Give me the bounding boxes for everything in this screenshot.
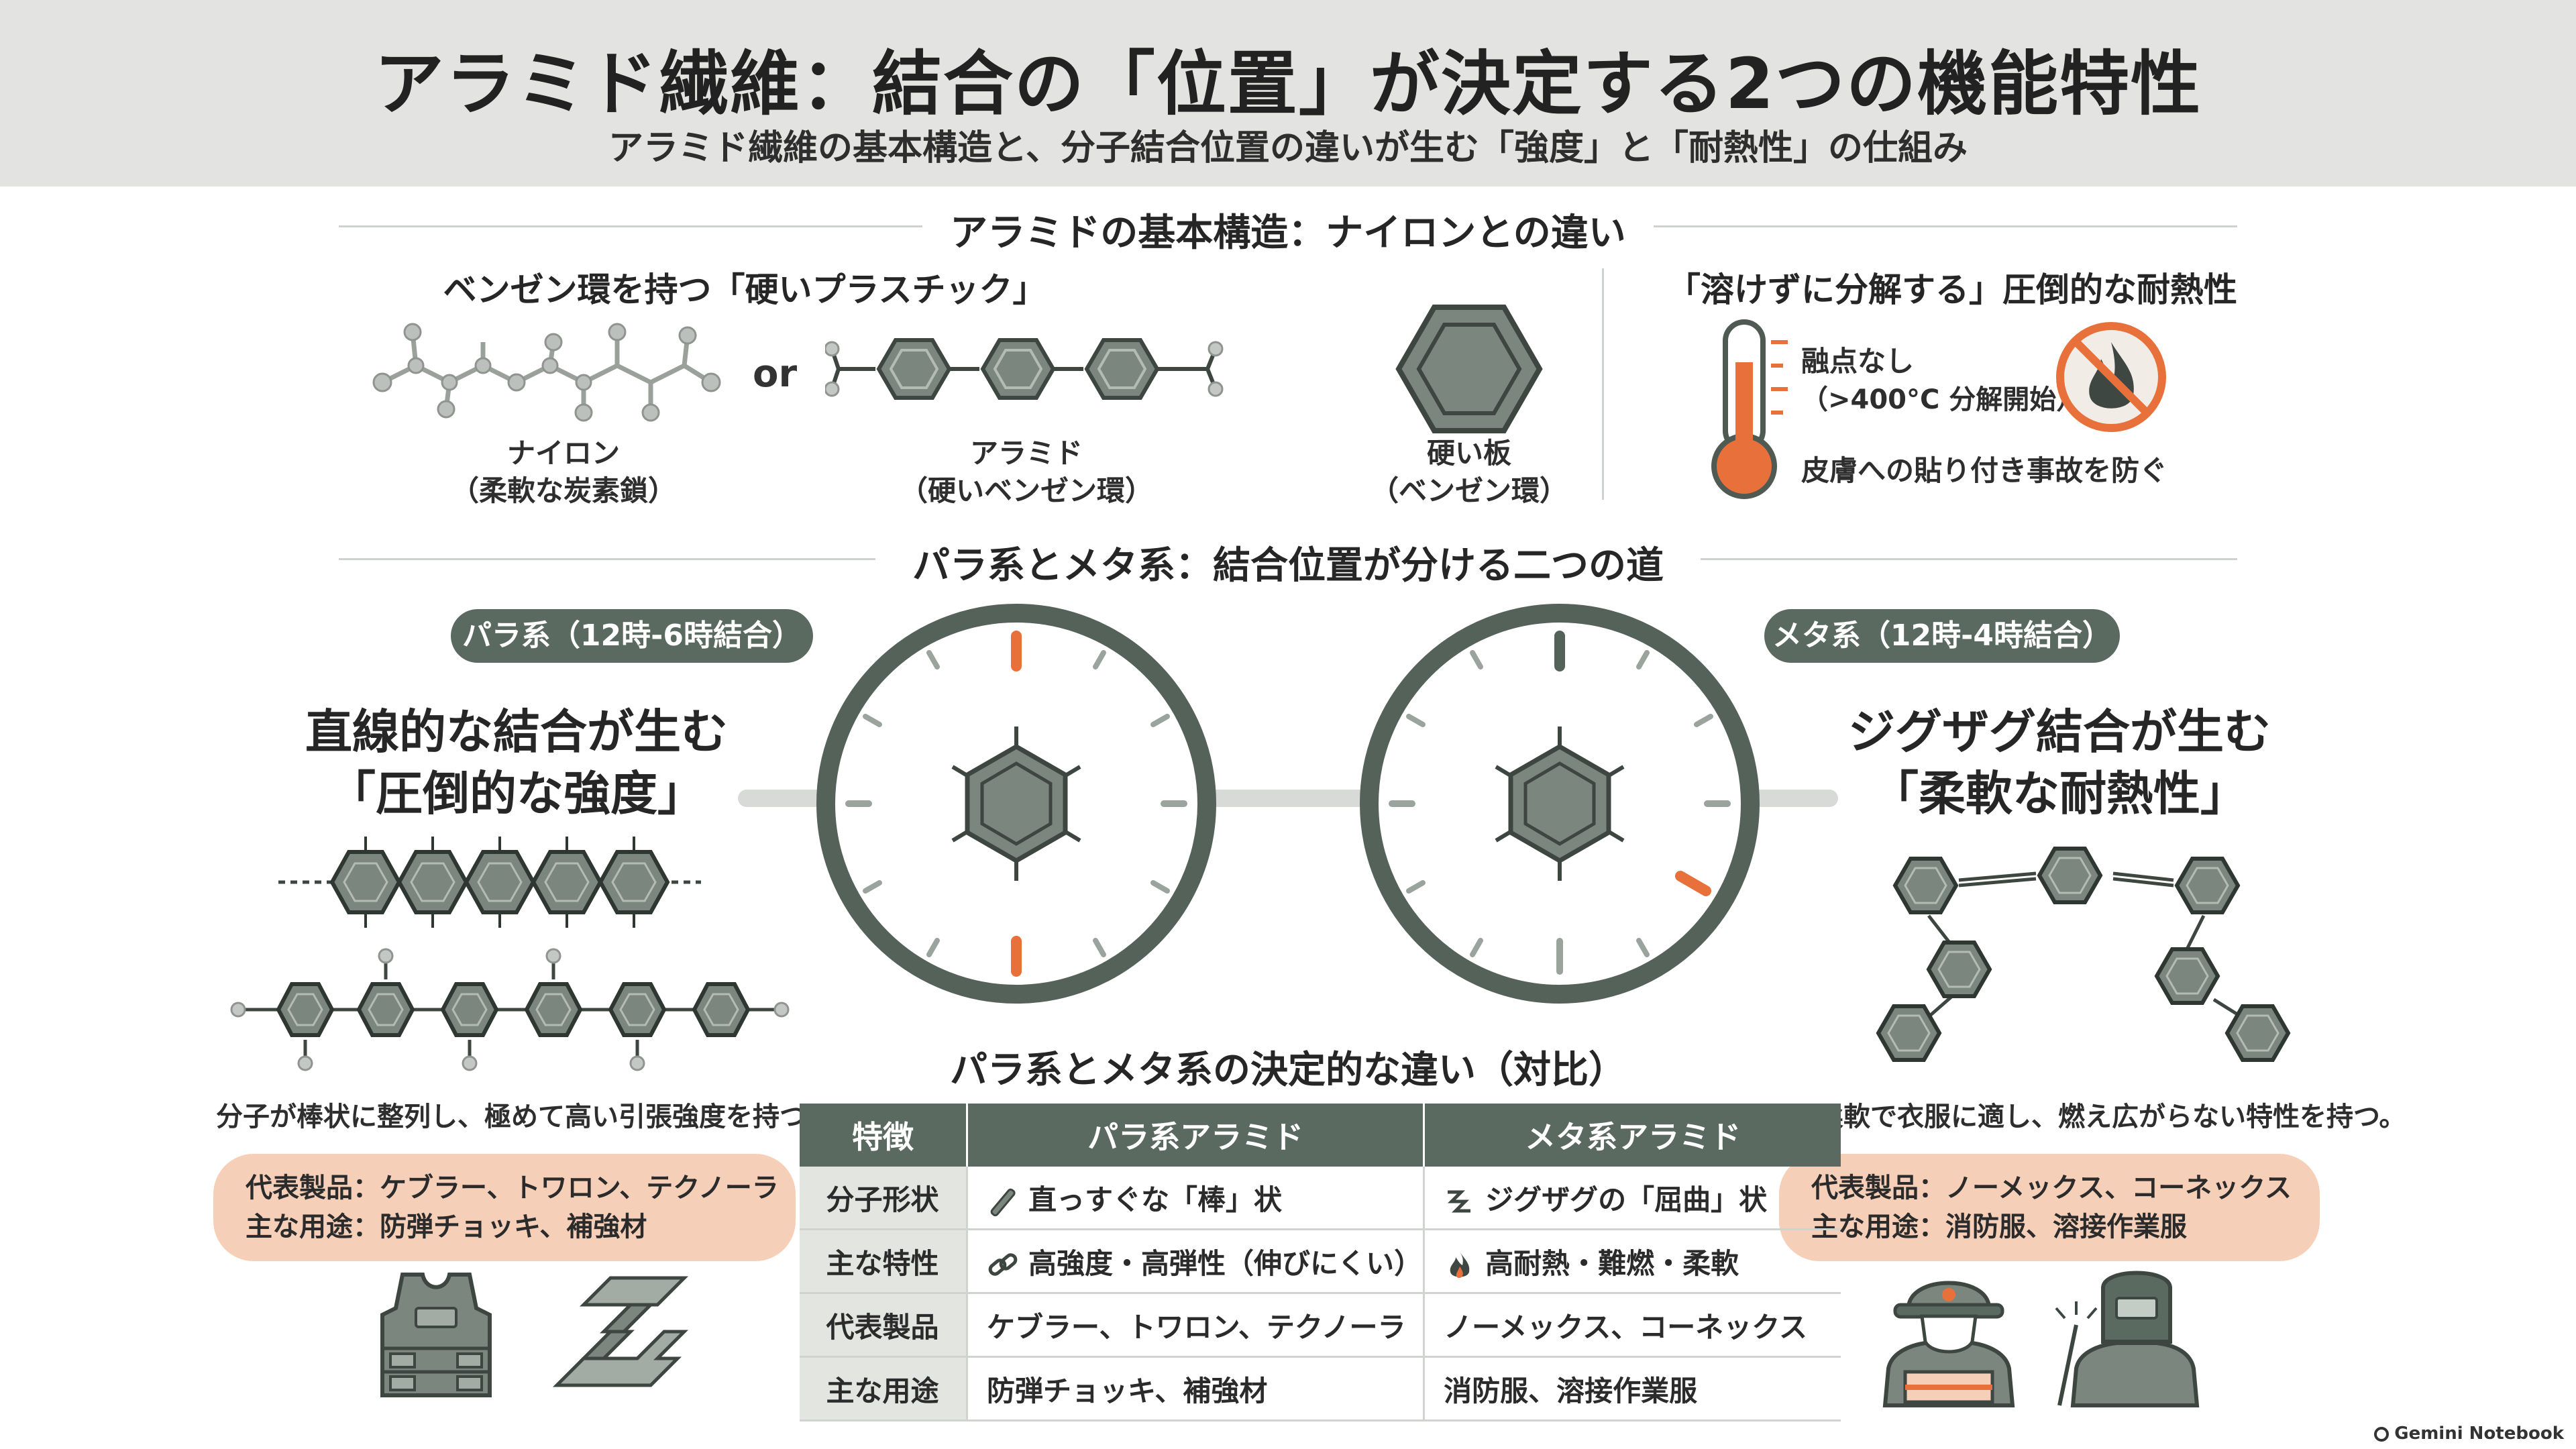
zigzag-icon	[1448, 1190, 1471, 1213]
para-pill: パラ系（12時-6時結合）	[451, 609, 813, 663]
nylon-atoms	[372, 323, 721, 422]
para-property-text: 高強度・高弾性（伸びにくい）	[1028, 1246, 1423, 1280]
meta-shape-text: ジグザグの「屈曲」状	[1485, 1183, 1768, 1216]
welder-icon	[2055, 1271, 2200, 1407]
meta-zigzag-chain-illustration	[1876, 847, 2291, 1062]
steel-beam-icon	[552, 1276, 689, 1387]
page-title: アラミド繊維：結合の「位置」が決定する2つの機能特性	[374, 43, 2202, 125]
comparison-title: パラ系とメタ系の決定的な違い（対比）	[950, 1049, 1626, 1092]
aramid-label: アラミド	[969, 437, 1083, 470]
meta-product-box: 代表製品：ノーメックス、コーネックス 主な用途：消防服、溶接作業服	[1779, 1154, 2320, 1261]
plate-label: 硬い板	[1426, 437, 1511, 470]
chain-link-icon	[988, 1253, 1018, 1276]
aramid-chain-illustration	[825, 338, 1224, 400]
table-row: 分子形状 直っすぐな「棒」状 ジグザグの「屈曲」状	[800, 1167, 1841, 1230]
vertical-divider	[1602, 268, 1604, 500]
table-header-row: 特徴 パラ系アラミド メタ系アラミド	[800, 1104, 1841, 1167]
table-row: 主な用途 防弾チョッキ、補強材 消防服、溶接作業服	[800, 1356, 1841, 1421]
row-feature: 代表製品	[800, 1293, 967, 1358]
row-feature: 主な用途	[800, 1356, 967, 1421]
table-row: 主な特性 高強度・高弾性（伸びにくい） 高耐熱・難燃・柔軟	[800, 1229, 1841, 1294]
section-divider	[1654, 225, 2237, 227]
nylon-chain-illustration	[372, 323, 721, 422]
para-heading-line1: 直線的な結合が生む	[305, 704, 728, 759]
flame-icon	[1450, 1252, 1470, 1278]
para-use-text: 主な用途：防弾チョッキ、補強材	[246, 1212, 647, 1242]
aramid-sublabel: （硬いベンゼン環）	[899, 474, 1153, 507]
para-product-box: 代表製品：ケブラー、トワロン、テクノーラ 主な用途：防弾チョッキ、補強材	[213, 1154, 796, 1261]
meta-use-text: 主な用途：消防服、溶接作業服	[1811, 1212, 2187, 1242]
meta-heading-line2: 「柔軟な耐熱性」	[1872, 766, 2247, 821]
para-heading-line2: 「圧倒的な強度」	[329, 766, 704, 821]
meta-products-cell: ノーメックス、コーネックス	[1423, 1293, 1841, 1358]
hard-plate-benzene-icon	[1395, 305, 1543, 433]
meta-property-text: 高耐熱・難燃・柔軟	[1485, 1246, 1739, 1280]
section-divider	[1701, 558, 2237, 560]
meta-product-text: 代表製品：ノーメックス、コーネックス	[1811, 1173, 2292, 1203]
decomposition-text: （>400°C 分解開始）	[1801, 384, 2084, 415]
meta-uses-cell: 消防服、溶接作業服	[1423, 1356, 1841, 1421]
page-subtitle: アラミド繊維の基本構造と、分子結合位置の違いが生む「強度」と「耐熱性」の仕組み	[608, 128, 1968, 168]
no-fire-icon	[2056, 322, 2166, 432]
comparison-table: 特徴 パラ系アラミド メタ系アラミド 分子形状 直っすぐな「棒」状 ジグザグの「…	[800, 1104, 1841, 1421]
benzene-heading: ベンゼン環を持つ「硬いプラスチック」	[443, 270, 1046, 309]
vest-icon	[380, 1273, 492, 1397]
firefighter-icon	[1882, 1281, 2015, 1407]
plate-sublabel: （ベンゼン環）	[1370, 474, 1568, 507]
aramid-rings	[876, 338, 1160, 400]
para-uses-cell: 防弾チョッキ、補強材	[965, 1356, 1424, 1421]
para-fused-rings-illustration	[278, 837, 701, 928]
rod-icon	[990, 1188, 1016, 1217]
prevent-accident-text: 皮膚への貼り付き事故を防ぐ	[1801, 454, 2168, 487]
no-melting-point-text: 融点なし	[1801, 345, 1915, 378]
meta-bond-marker-4	[1675, 871, 1711, 896]
meta-pill: メタ系（12時-4時結合）	[1764, 609, 2120, 663]
meta-bond-clock	[1360, 604, 1760, 1004]
or-label: or	[753, 352, 798, 396]
meta-heading-line1: ジグザグ結合が生む	[1848, 704, 2271, 759]
para-products-cell: ケブラー、トワロン、テクノーラ	[965, 1293, 1424, 1358]
header-feature: 特徴	[800, 1104, 968, 1167]
para-linear-chain-illustration	[230, 948, 790, 1071]
section-title-para-meta: パラ系とメタ系：結合位置が分ける二つの道	[912, 544, 1664, 588]
para-product-text: 代表製品：ケブラー、トワロン、テクノーラ	[246, 1173, 779, 1203]
section-title-basic-structure: アラミドの基本構造：ナイロンとの違い	[950, 211, 1626, 255]
gemini-logo-icon	[2374, 1426, 2390, 1442]
row-feature: 主な特性	[800, 1229, 967, 1294]
heat-resistance-heading: 「溶けずに分解する」圧倒的な耐熱性	[1667, 270, 2237, 309]
nylon-sublabel: （柔軟な炭素鎖）	[450, 474, 676, 507]
footer-brand-text: Gemini Notebook	[2394, 1424, 2564, 1444]
clock-ticks	[1406, 650, 1713, 957]
nylon-label: ナイロン	[506, 437, 620, 470]
section-divider	[339, 558, 875, 560]
clock-ticks	[863, 650, 1170, 957]
header-band	[0, 0, 2576, 186]
para-bond-clock	[816, 604, 1216, 1004]
meta-description: 柔軟で衣服に適し、燃え広がらない特性を持つ。	[1817, 1102, 2406, 1132]
row-feature: 分子形状	[800, 1167, 967, 1230]
para-description: 分子が棒状に整列し、極めて高い引張強度を持つ。	[216, 1102, 833, 1132]
thermometer-icon	[1711, 319, 1788, 499]
footer-brand: Gemini Notebook	[2374, 1424, 2564, 1444]
table-row: 代表製品 ケブラー、トワロン、テクノーラ ノーメックス、コーネックス	[800, 1293, 1841, 1358]
header-meta: メタ系アラミド	[1424, 1104, 1841, 1167]
header-para: パラ系アラミド	[967, 1104, 1426, 1167]
para-shape-text: 直っすぐな「棒」状	[1028, 1183, 1283, 1216]
section-divider	[339, 225, 922, 227]
